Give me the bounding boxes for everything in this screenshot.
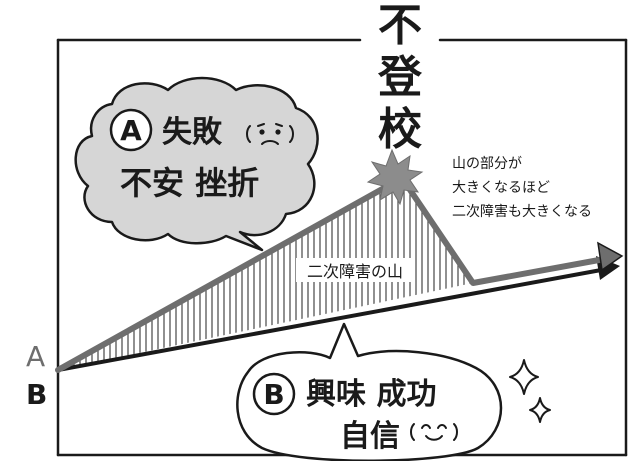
title-char-1: 不	[378, 0, 422, 51]
bubble-b-line1: 興味 成功	[306, 377, 436, 412]
bubble-a-line2: 不安 挫折	[120, 164, 259, 202]
line-a	[55, 175, 624, 373]
sparkle-icon-large	[509, 359, 539, 395]
bubble-b-line2: 自信	[340, 419, 400, 454]
bubble-b-shape	[236, 322, 503, 461]
mountain-label-bg	[296, 258, 414, 282]
sparkle-icon	[509, 359, 551, 423]
sparkle-icon-small	[529, 397, 551, 423]
title-char-3: 校	[378, 104, 422, 155]
axis-label-a: A	[26, 340, 45, 373]
bubble-a-line1: 失敗	[162, 115, 223, 150]
note: 山の部分が 大きくなるほど 二次障害も大きくなる	[452, 156, 592, 220]
line-a-path	[55, 175, 613, 373]
burst-icon	[366, 148, 424, 206]
title: 不 登 校	[377, 0, 423, 155]
bubble-a: A 失敗 不安 挫折	[74, 76, 319, 252]
title-char-2: 登	[377, 52, 423, 103]
line-a-arrowhead	[597, 241, 624, 272]
line-b-path	[56, 266, 614, 372]
mountain-label: 二次障害の山	[307, 262, 403, 281]
axis-label-b: B	[26, 378, 47, 411]
note-line-3: 二次障害も大きくなる	[452, 204, 592, 220]
note-line-2: 大きくなるほど	[452, 180, 550, 196]
bubble-b-letter-circle	[252, 372, 296, 416]
smiling-face-icon	[410, 423, 458, 441]
bubble-a-letter: A	[120, 114, 142, 147]
worried-face-icon	[246, 123, 294, 145]
bubble-b-letter: B	[263, 378, 284, 411]
bubble-b: B 興味 成功 自信	[236, 322, 503, 461]
bubble-a-letter-circle	[109, 108, 153, 152]
note-line-1: 山の部分が	[452, 156, 522, 172]
